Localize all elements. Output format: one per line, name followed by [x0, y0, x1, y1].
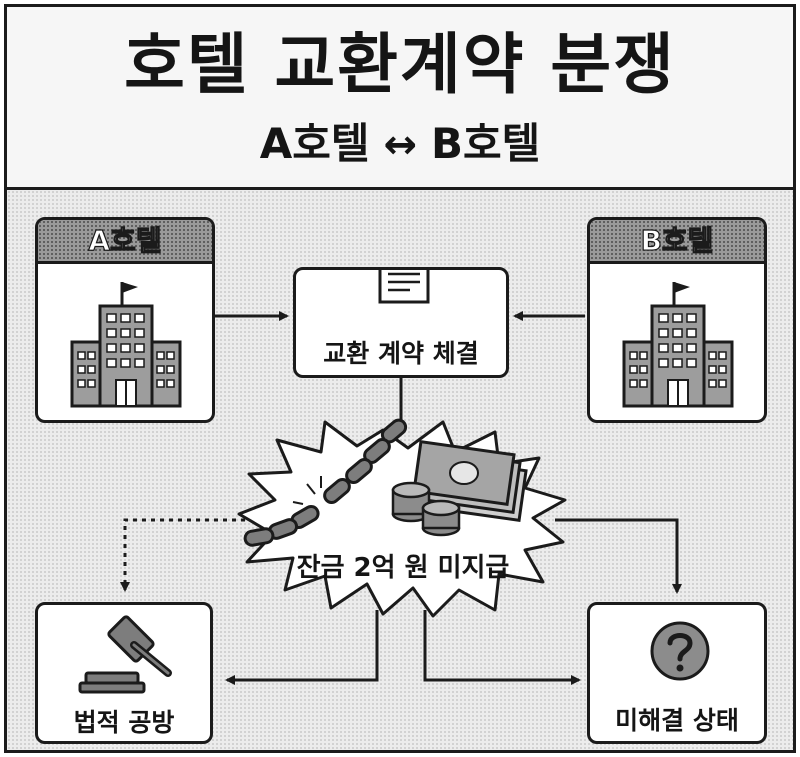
hotel-b-label: B호텔 [640, 223, 714, 257]
dotted-arrow-to-lawsuit [120, 518, 245, 592]
money-stack-icon [391, 440, 528, 537]
hotel-a-header: A호텔 [38, 220, 212, 264]
arrow-to-lawsuit-bottom [225, 610, 379, 685]
hotel-a-box: A호텔 [35, 217, 215, 423]
unresolved-label: 미해결 상태 [615, 706, 739, 735]
building-icon [622, 282, 734, 408]
question-mark-icon [650, 621, 710, 681]
header: 호텔 교환계약 분쟁 A호텔 ↔ B호텔 [7, 7, 793, 190]
subtitle: A호텔 ↔ B호텔 [7, 119, 793, 170]
issue-burst: 잔금 2억 원 미지급 [237, 418, 567, 618]
building-icon [70, 282, 182, 408]
page-title: 호텔 교환계약 분쟁 [124, 26, 676, 103]
unresolved-box: 미해결 상태 [587, 602, 767, 744]
arrow-to-unresolved-bottom [423, 610, 581, 685]
issue-label: 잔금 2억 원 미지급 [297, 553, 510, 583]
flow-diagram: A호텔 [7, 190, 793, 750]
gavel-icon [78, 615, 172, 694]
hotel-b-box: B호텔 [587, 217, 767, 423]
contract-box: 교환 계약 체결 [293, 267, 509, 378]
diagram-frame: 호텔 교환계약 분쟁 A호텔 ↔ B호텔 [4, 4, 796, 753]
subtitle-hotel-a: A호텔 [259, 119, 370, 168]
hotel-b-header: B호텔 [590, 220, 764, 264]
hotel-a-label: A호텔 [88, 223, 162, 257]
lawsuit-label: 법적 공방 [73, 708, 175, 737]
document-icon [378, 270, 430, 304]
connectors [120, 311, 682, 685]
contract-label: 교환 계약 체결 [323, 339, 479, 368]
subtitle-hotel-b: B호텔 [431, 119, 541, 168]
double-arrow-icon: ↔ [383, 122, 417, 168]
broken-chain-icon [243, 418, 408, 547]
arrow-to-unresolved [555, 518, 682, 594]
lawsuit-box: 법적 공방 [35, 602, 213, 744]
